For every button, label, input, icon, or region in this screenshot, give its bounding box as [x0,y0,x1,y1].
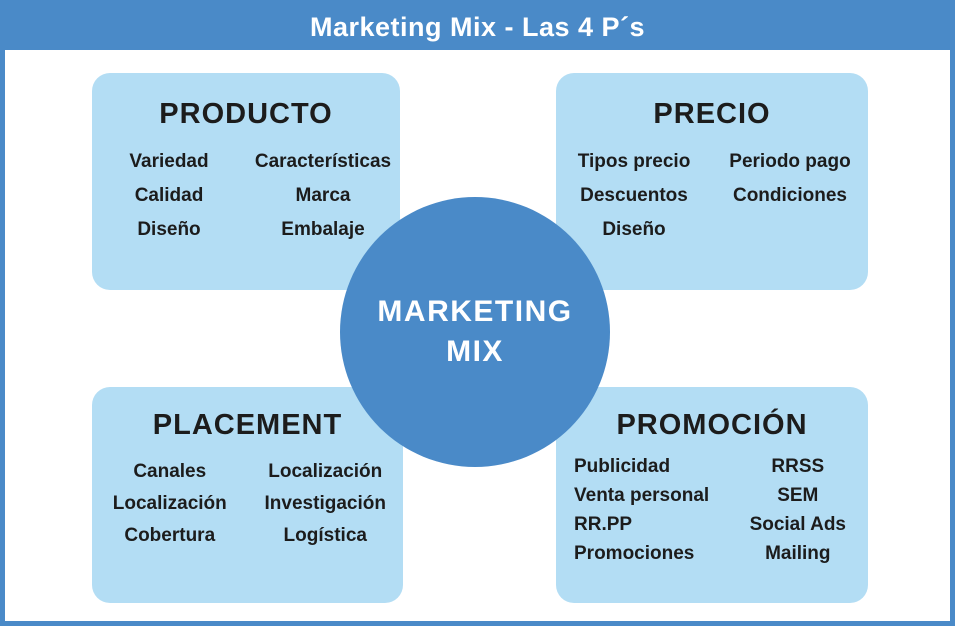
quadrant-producto-items: Variedad Calidad Diseño Características … [92,145,400,247]
title-bar: Marketing Mix - Las 4 P´s [5,5,950,50]
promocion-item: Mailing [765,543,831,564]
quadrant-producto: PRODUCTO Variedad Calidad Diseño Caracte… [92,73,400,290]
precio-column-1: Tipos precio Descuentos Diseño [556,145,712,247]
promocion-column-2: RRSS SEM Social Ads Mailing [728,452,868,568]
producto-item: Características [254,151,392,172]
placement-item: Cobertura [124,525,216,546]
placement-item: Investigación [264,493,386,514]
producto-item: Variedad [129,151,209,172]
circle-label-line2: MIX [446,335,504,368]
placement-item: Canales [133,461,207,482]
quadrant-placement-title: PLACEMENT [152,409,343,441]
quadrant-promocion-title: PROMOCIÓN [616,409,808,441]
quadrant-placement: PLACEMENT Canales Localización Cobertura… [92,387,403,603]
page-title: Marketing Mix - Las 4 P´s [309,12,646,42]
producto-column-1: Variedad Calidad Diseño [92,145,246,247]
precio-item: Periodo pago [729,151,851,172]
circle-label-line1: MARKETING [377,294,573,328]
precio-item: Condiciones [732,185,847,206]
placement-item: Logística [283,525,367,546]
precio-column-2: Periodo pago Condiciones [712,145,868,247]
promocion-item: Promociones [574,543,695,564]
placement-column-2: Localización Investigación Logística [248,456,404,552]
precio-item: Tipos precio [577,151,691,172]
quadrant-placement-items: Canales Localización Cobertura Localizac… [92,456,403,552]
producto-item: Marca [295,185,351,206]
placement-item: Localización [112,493,227,514]
producto-item: Embalaje [281,219,365,240]
producto-item: Diseño [137,219,201,240]
placement-item: Localización [268,461,383,482]
quadrant-producto-title: PRODUCTO [159,98,333,130]
marketing-mix-circle: MARKETING MIX [340,197,610,467]
quadrant-promocion: PROMOCIÓN Publicidad Venta personal RR.P… [556,387,868,603]
promocion-item: Social Ads [749,514,847,535]
promocion-item: Venta personal [574,485,710,506]
promocion-item: RRSS [771,456,825,477]
producto-item: Calidad [134,185,204,206]
quadrant-promocion-items: Publicidad Venta personal RR.PP Promocio… [556,452,868,568]
promocion-column-1: Publicidad Venta personal RR.PP Promocio… [556,452,728,568]
producto-column-2: Características Marca Embalaje [246,145,400,247]
promocion-item: SEM [777,485,819,506]
precio-item: Diseño [602,219,666,240]
quadrant-precio: PRECIO Tipos precio Descuentos Diseño Pe… [556,73,868,290]
precio-item: Descuentos [580,185,688,206]
placement-column-1: Canales Localización Cobertura [92,456,248,552]
quadrant-precio-title: PRECIO [653,98,771,130]
promocion-item: Publicidad [574,456,671,477]
promocion-item: RR.PP [574,514,633,535]
quadrant-precio-items: Tipos precio Descuentos Diseño Periodo p… [556,145,868,247]
